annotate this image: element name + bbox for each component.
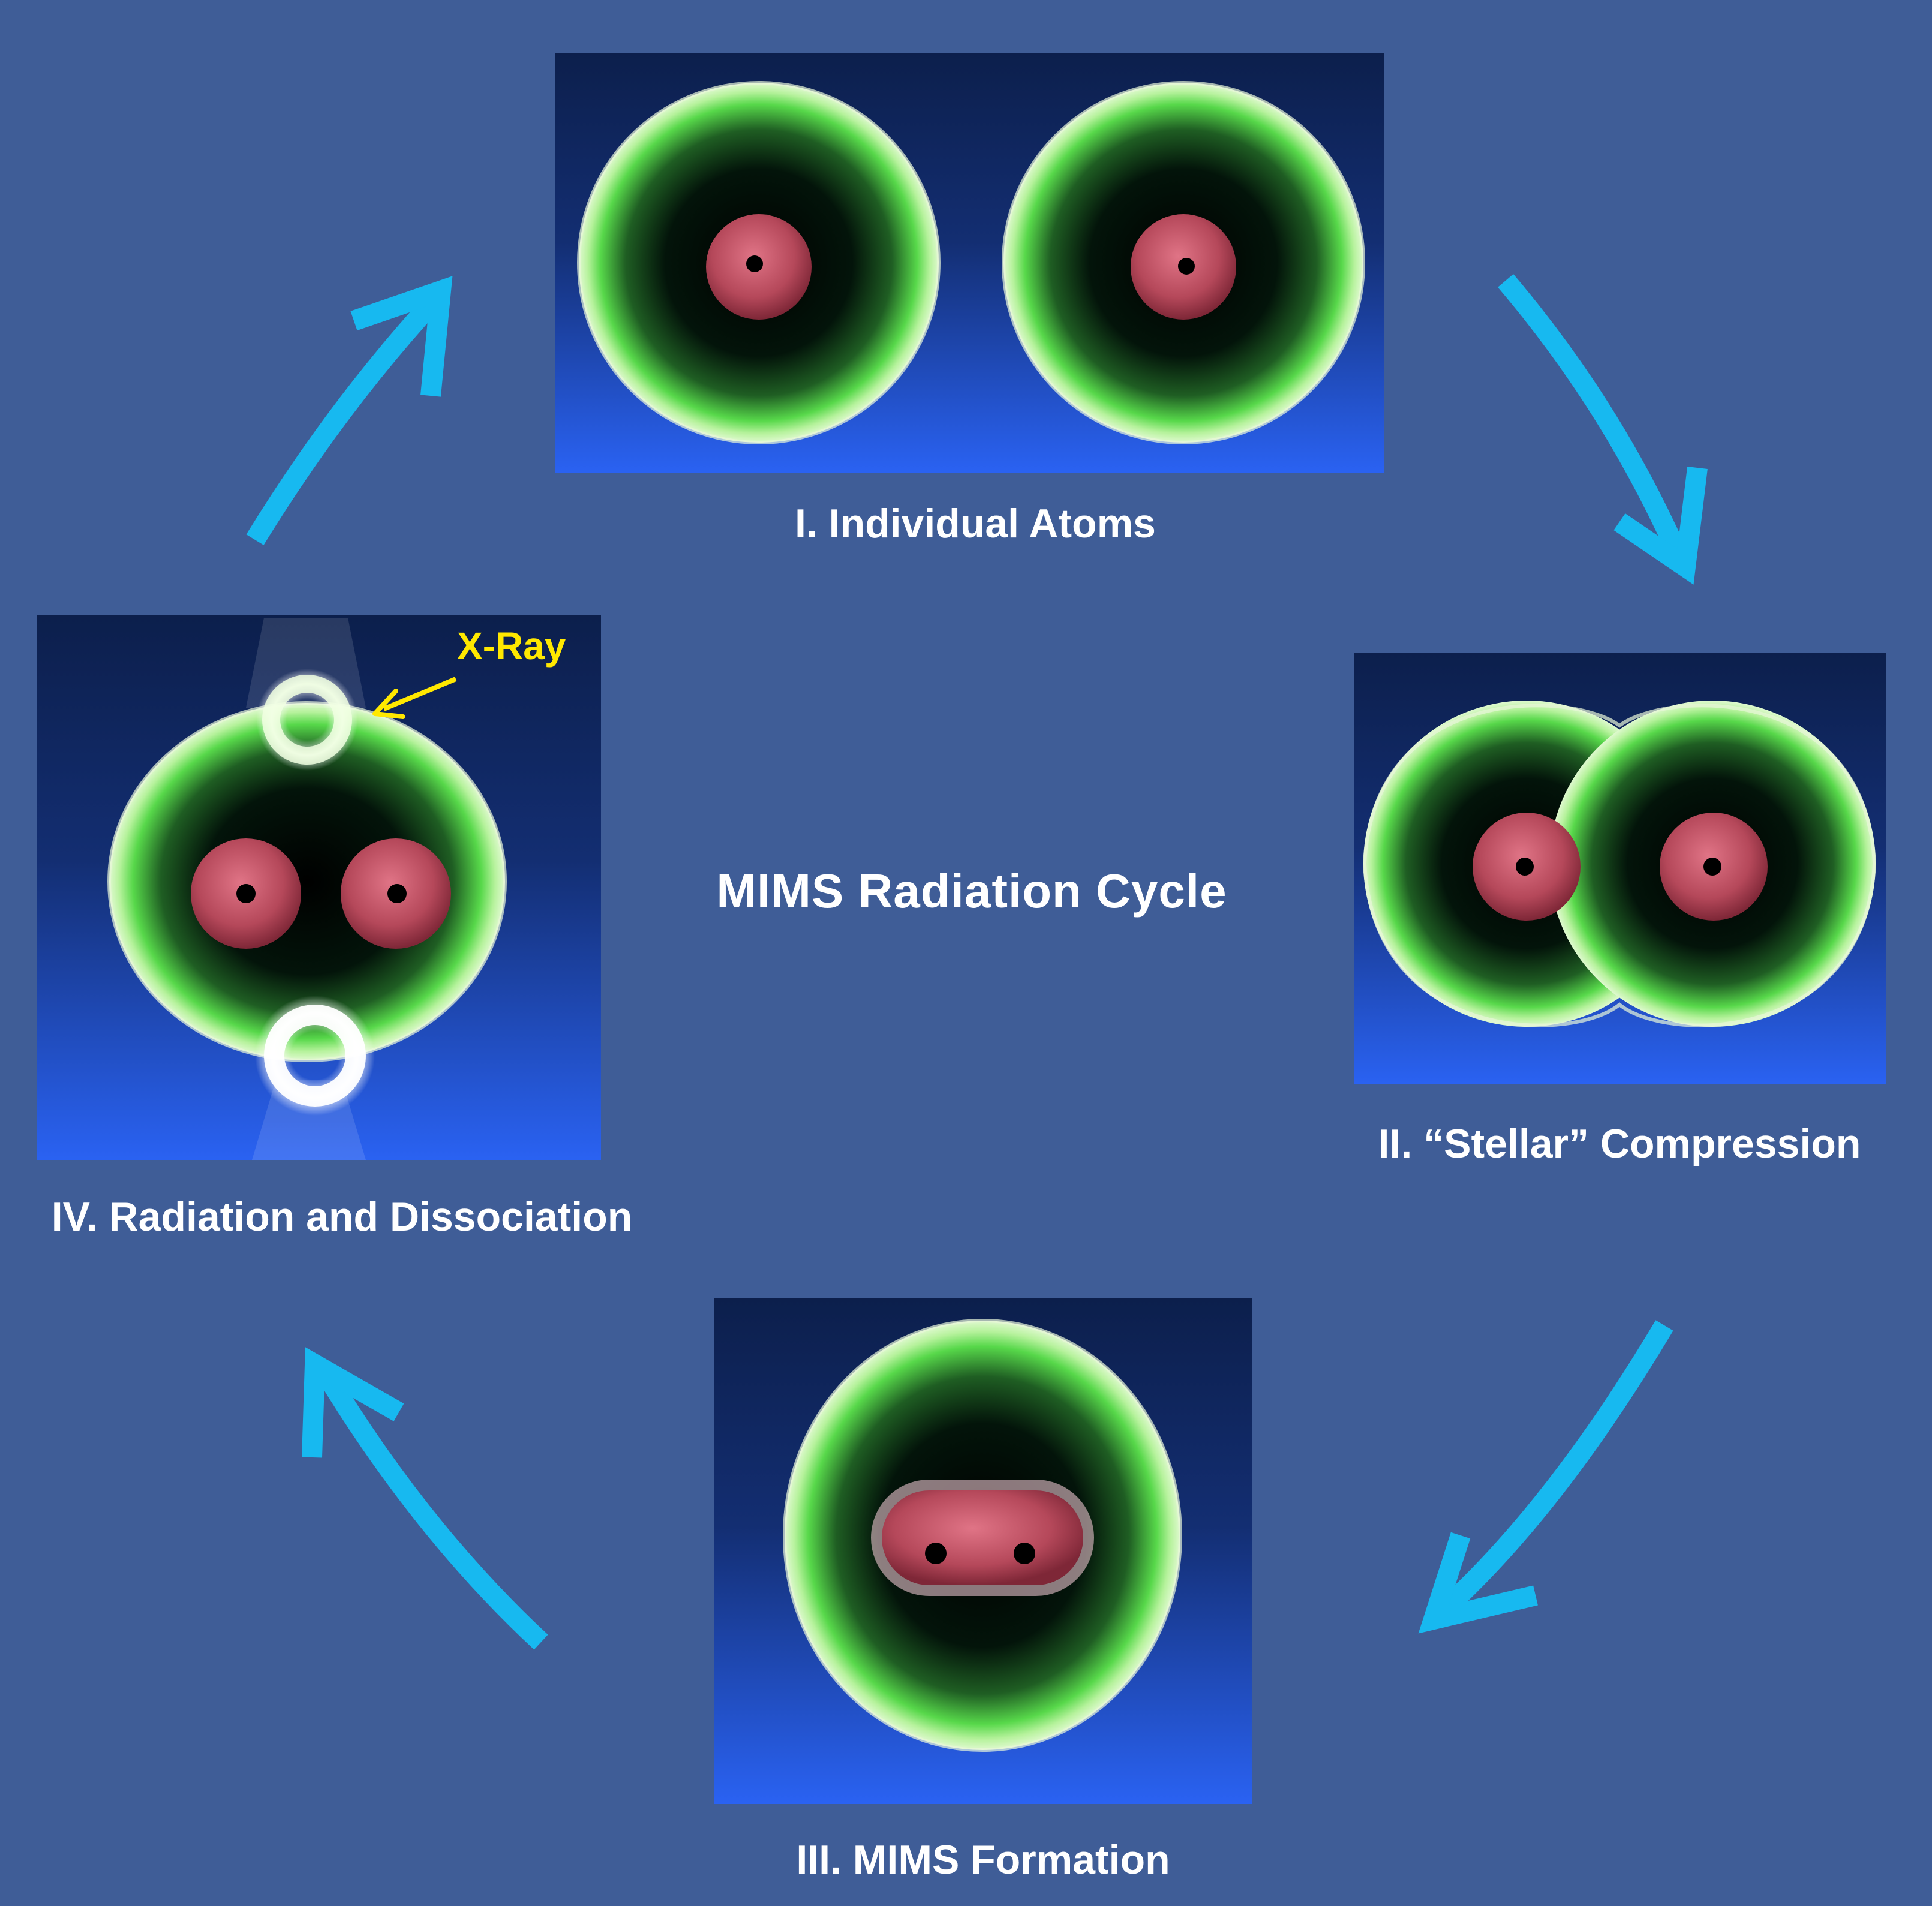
xray-ring-bottom-outline bbox=[264, 1005, 366, 1107]
arrow-stage3-to-stage4 bbox=[302, 1347, 548, 1650]
stage-label-mims-formation: III. MIMS Formation bbox=[796, 1837, 1170, 1883]
nucleus-core bbox=[1178, 258, 1195, 275]
nucleus-core-left bbox=[925, 1543, 947, 1564]
cycle-arrows bbox=[246, 273, 1708, 1650]
compressed-atoms bbox=[1362, 701, 1877, 1027]
arrow-stage1-to-stage2 bbox=[1498, 273, 1708, 585]
nucleus-core-right bbox=[1703, 858, 1721, 876]
nucleus-pair-glow bbox=[871, 1480, 1094, 1596]
arrow-stage2-to-stage3 bbox=[1418, 1320, 1673, 1634]
electron-shell bbox=[109, 703, 505, 1060]
panel-individual-atoms bbox=[555, 53, 1384, 473]
xray-label: X-Ray bbox=[457, 624, 566, 668]
nucleus-core-left bbox=[236, 884, 256, 903]
stage-label-stellar-compression: II. “Stellar” Compression bbox=[1378, 1121, 1861, 1167]
nucleus-pair bbox=[882, 1490, 1083, 1585]
shell-outline bbox=[1362, 704, 1877, 1027]
panel-stellar-compression bbox=[1354, 653, 1886, 1084]
stage-label-individual-atoms: I. Individual Atoms bbox=[795, 501, 1156, 546]
nucleus-core-left bbox=[1516, 858, 1534, 876]
shell-outline bbox=[783, 1319, 1182, 1752]
shell-outline bbox=[577, 81, 941, 444]
diagram-title: MIMS Radiation Cycle bbox=[716, 864, 1227, 918]
nucleus-core-right bbox=[387, 884, 407, 903]
panel-radiation-dissociation bbox=[37, 615, 601, 1160]
nucleus-core bbox=[746, 255, 763, 272]
shell-outline bbox=[1002, 81, 1365, 444]
xray-pointer-arrow bbox=[372, 677, 457, 719]
atom-right bbox=[1002, 81, 1365, 444]
nucleus-core-right bbox=[1014, 1543, 1035, 1564]
atom-left bbox=[577, 81, 941, 444]
stage-label-radiation-dissociation: IV. Radiation and Dissociation bbox=[51, 1194, 633, 1240]
xray-ring-top-outline bbox=[262, 675, 352, 765]
arrow-stage4-to-stage1 bbox=[246, 276, 453, 545]
panel-mims-formation bbox=[714, 1298, 1252, 1804]
radiating-molecule bbox=[107, 618, 507, 1160]
mims-molecule bbox=[783, 1319, 1182, 1752]
